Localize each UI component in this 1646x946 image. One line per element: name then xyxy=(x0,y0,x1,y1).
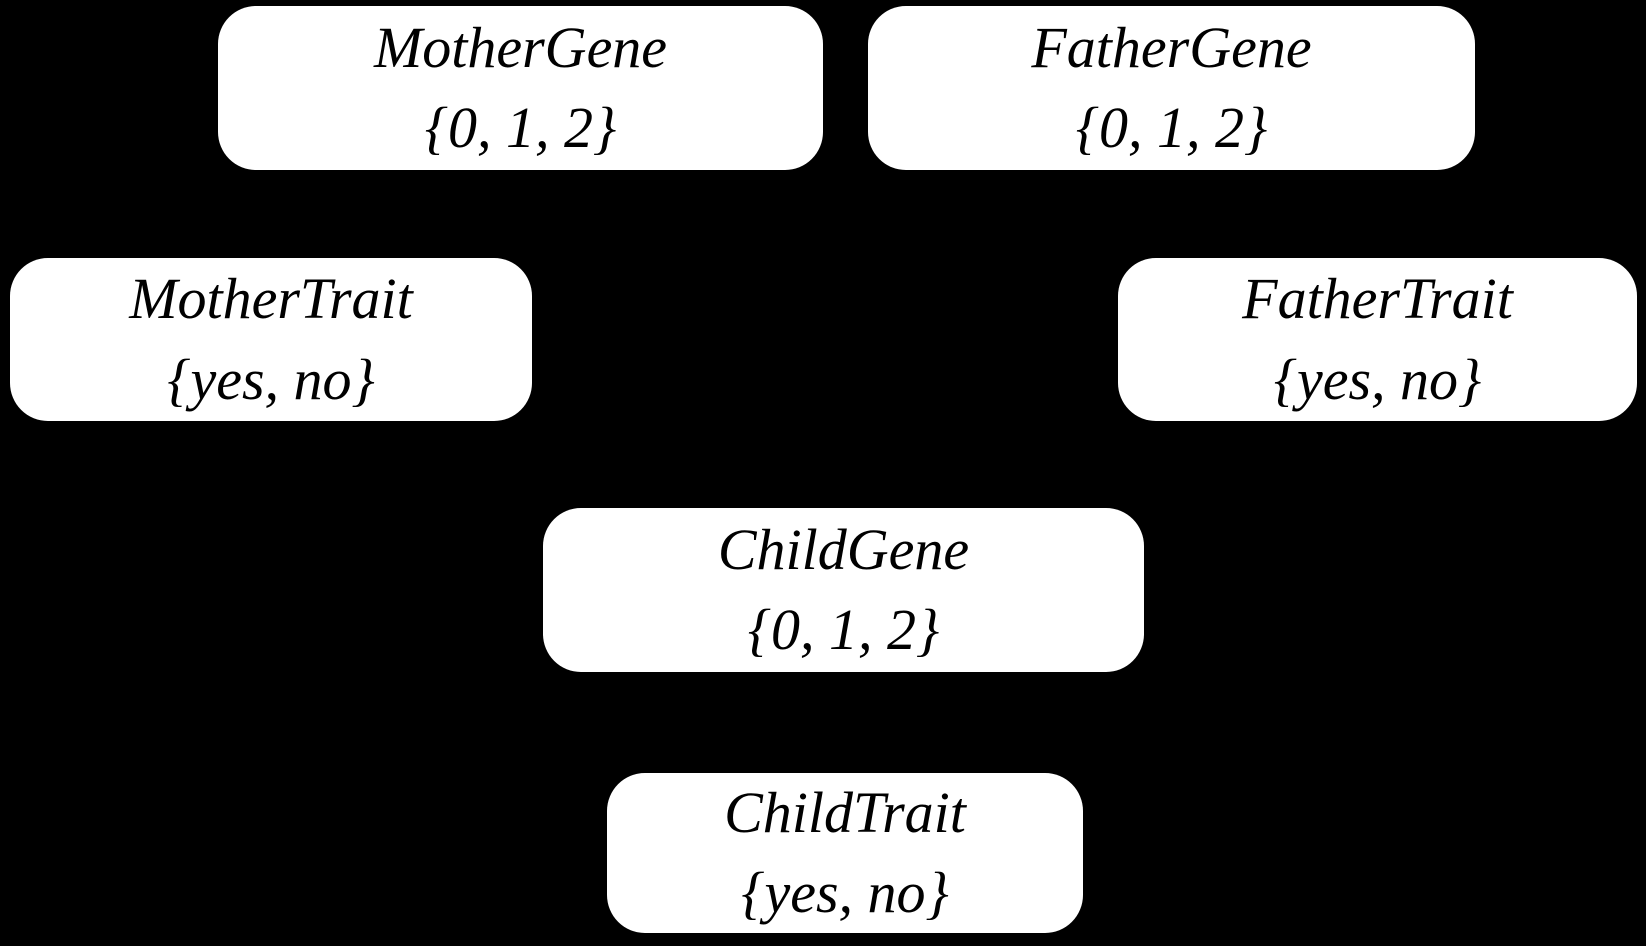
node-mother-gene: MotherGene {0, 1, 2} xyxy=(218,6,823,170)
node-father-trait-domain: {yes, no} xyxy=(1273,346,1482,412)
node-child-gene: ChildGene {0, 1, 2} xyxy=(543,508,1144,672)
node-mother-gene-domain: {0, 1, 2} xyxy=(424,95,617,160)
node-mother-trait-domain: {yes, no} xyxy=(167,346,375,412)
node-mother-trait: MotherTrait {yes, no} xyxy=(10,258,532,421)
node-father-trait-label: FatherTrait xyxy=(1242,266,1513,332)
node-father-trait: FatherTrait {yes, no} xyxy=(1118,258,1637,421)
node-child-trait-domain: {yes, no} xyxy=(741,860,949,925)
node-child-trait-label: ChildTrait xyxy=(724,779,966,845)
node-child-gene-domain: {0, 1, 2} xyxy=(747,597,940,662)
node-child-trait: ChildTrait {yes, no} xyxy=(607,773,1083,933)
node-mother-trait-label: MotherTrait xyxy=(129,266,413,332)
node-father-gene: FatherGene {0, 1, 2} xyxy=(868,6,1475,170)
node-father-gene-label: FatherGene xyxy=(1031,14,1312,80)
node-child-gene-label: ChildGene xyxy=(717,516,970,582)
node-father-gene-domain: {0, 1, 2} xyxy=(1075,95,1268,160)
node-mother-gene-label: MotherGene xyxy=(373,14,668,80)
